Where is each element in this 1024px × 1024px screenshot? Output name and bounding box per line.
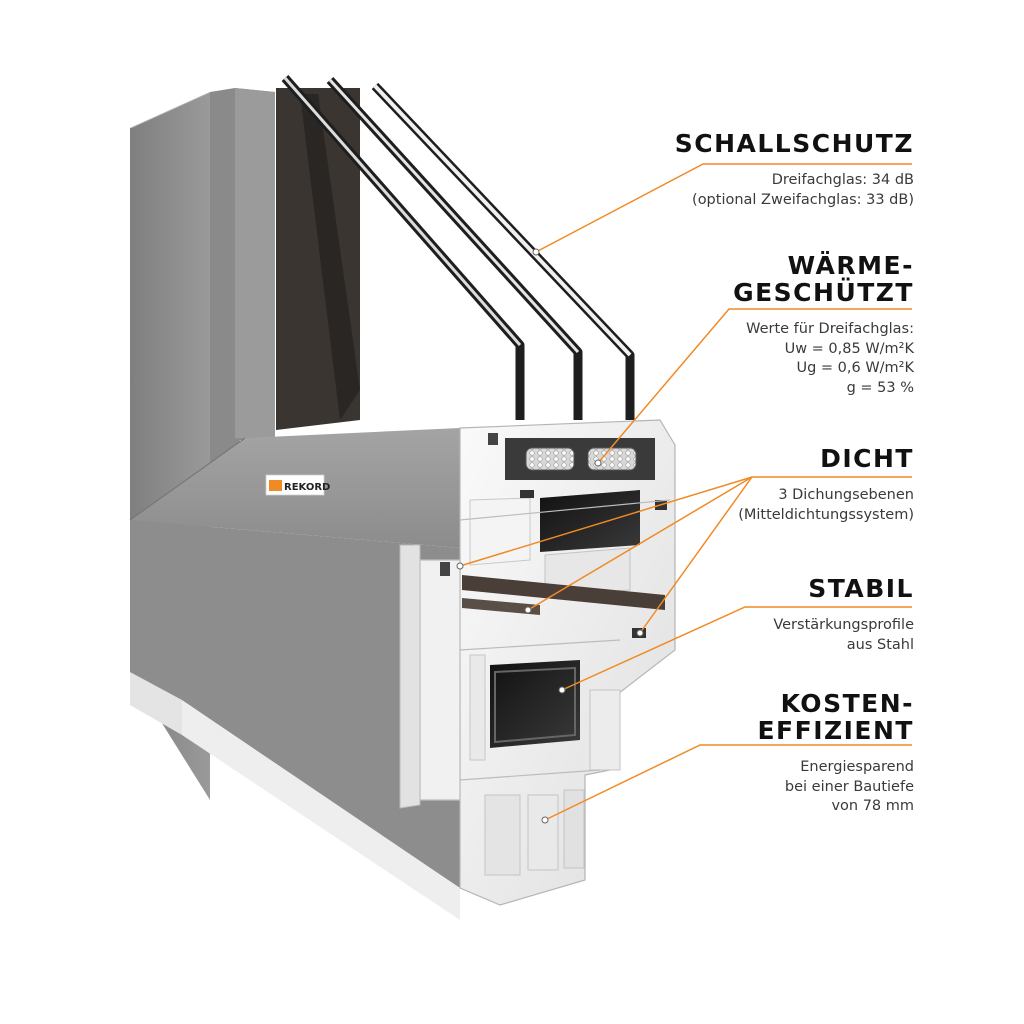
leader-dots (456, 248, 644, 824)
leader-schallschutz (535, 163, 912, 253)
stabil-desc-line: Verstärkungsprofile (773, 617, 914, 633)
waerme-desc-line: g = 53 % (846, 379, 914, 396)
dicht-heading: DICHT (820, 444, 914, 473)
profile-cross-section (399, 419, 676, 906)
leader-dicht-2 (527, 476, 753, 611)
leader-kosten (544, 744, 912, 821)
schallschutz-heading: SCHALLSCHUTZ (674, 129, 914, 158)
waerme-desc-line: Werte für Dreifachglas: (746, 321, 914, 337)
rekord-logo: REKORD (265, 474, 330, 496)
kosten-desc-line: Energiesparend (800, 759, 914, 775)
callout-kosten: KOSTEN- EFFIZIENT Energiesparend bei ein… (757, 690, 914, 817)
dicht-desc-line: (Mitteldichtungssystem) (738, 506, 914, 523)
callout-waerme: WÄRME- GESCHÜTZT Werte für Dreifachglas:… (733, 252, 914, 398)
schallschutz-desc-line: Dreifachglas: 34 dB (771, 172, 914, 188)
kosten-heading-line: KOSTEN- (780, 689, 914, 718)
outer-frame (129, 88, 460, 920)
waerme-heading-line: WÄRME- (787, 251, 914, 280)
dicht-desc-line: 3 Dichungsebenen (778, 487, 914, 503)
stabil-desc-line: aus Stahl (846, 636, 914, 653)
kosten-heading-line: EFFIZIENT (757, 716, 914, 745)
callout-schallschutz: SCHALLSCHUTZ Dreifachglas: 34 dB (option… (675, 130, 914, 210)
callout-stabil: STABIL Verstärkungsprofile aus Stahl (773, 575, 914, 655)
leader-stabil (561, 606, 912, 691)
waerme-heading-line: GESCHÜTZT (733, 278, 914, 307)
stabil-heading: STABIL (808, 574, 914, 603)
leader-dicht-3 (639, 476, 753, 634)
callout-dicht: DICHT 3 Dichungsebenen (Mitteldichtungss… (738, 445, 914, 525)
rekord-logo-text: REKORD (284, 482, 330, 493)
leader-lines (459, 163, 912, 821)
glass-panes (276, 75, 635, 430)
kosten-desc-line: von 78 mm (831, 798, 914, 814)
kosten-desc-line: bei einer Bautiefe (784, 778, 914, 795)
schallschutz-desc-line: (optional Zweifachglas: 33 dB) (692, 191, 914, 208)
waerme-desc-line: Ug = 0,6 W/m²K (796, 360, 914, 376)
leader-waerme (597, 308, 912, 464)
waerme-desc-line: Uw = 0,85 W/m²K (784, 340, 914, 357)
